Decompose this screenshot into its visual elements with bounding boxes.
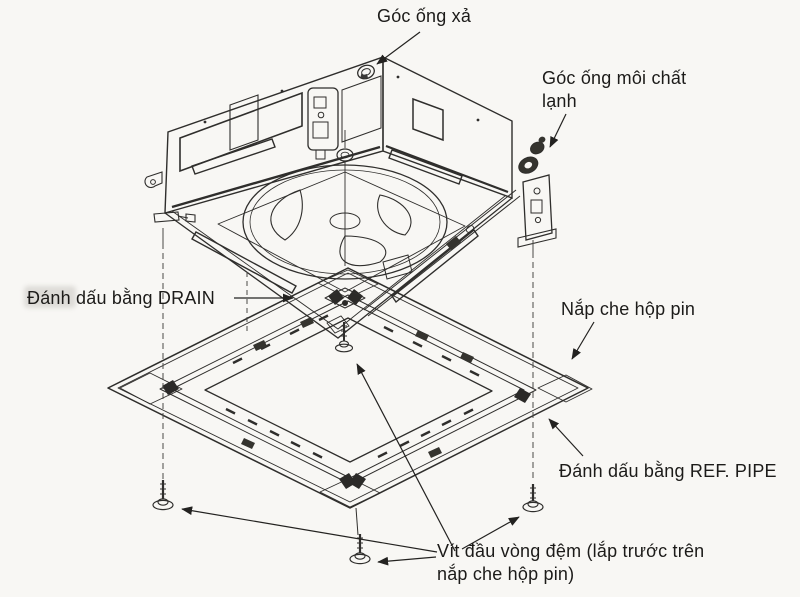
screw-center <box>334 322 354 353</box>
hanger-hooks-left <box>144 171 196 223</box>
leader-refrigerant-corner <box>549 113 567 148</box>
screw-bottom-left <box>152 480 174 511</box>
label-drain-marking: Đánh dấu bằng DRAIN <box>27 288 215 308</box>
washer-screws <box>152 322 544 565</box>
leader-screw-center <box>356 363 456 552</box>
panel-clips <box>241 317 474 458</box>
panel-latches <box>162 287 531 489</box>
panel-grille <box>204 314 493 463</box>
leader-arrows <box>181 31 595 566</box>
refrigerant-valves <box>518 136 546 174</box>
label-battery-box-cover: Nắp che hộp pin <box>561 299 696 319</box>
front-panel <box>107 267 593 536</box>
hanger-bracket-right <box>517 174 557 248</box>
leader-screw-right <box>461 516 520 550</box>
alignment-lines <box>162 228 534 488</box>
label-washer-head-screws: Vít đầu vòng đệm (lắp trước trên nắp che… <box>437 541 705 584</box>
leader-screw-left <box>181 506 438 553</box>
label-drain-pipe-corner: Góc ống xả <box>377 6 472 26</box>
label-refrigerant-pipe-corner: Góc ống môi chất lạnh <box>542 68 687 111</box>
indoor-unit-body <box>144 55 557 339</box>
screw-bottom-right <box>522 484 544 513</box>
label-ref-pipe-marking: Đánh dấu bằng REF. PIPE <box>559 461 777 481</box>
hanger-bracket-top <box>307 87 339 160</box>
refrigerant-pipes <box>363 189 521 317</box>
screw-bottom-center <box>349 534 371 565</box>
drain-outlet <box>341 64 382 143</box>
leader-ref-pipe-marking <box>548 418 584 457</box>
leader-battery-cover <box>571 321 595 360</box>
right-wall <box>382 55 513 200</box>
latch-right-ref-pipe-mark <box>514 388 531 403</box>
leader-drain-pipe-corner <box>376 31 421 65</box>
left-wall <box>164 56 384 214</box>
scan-smudge <box>24 286 76 308</box>
underside-pan <box>164 138 513 339</box>
latch-top-drain-mark <box>324 287 366 309</box>
leader-screw-bottom-center <box>377 556 437 566</box>
